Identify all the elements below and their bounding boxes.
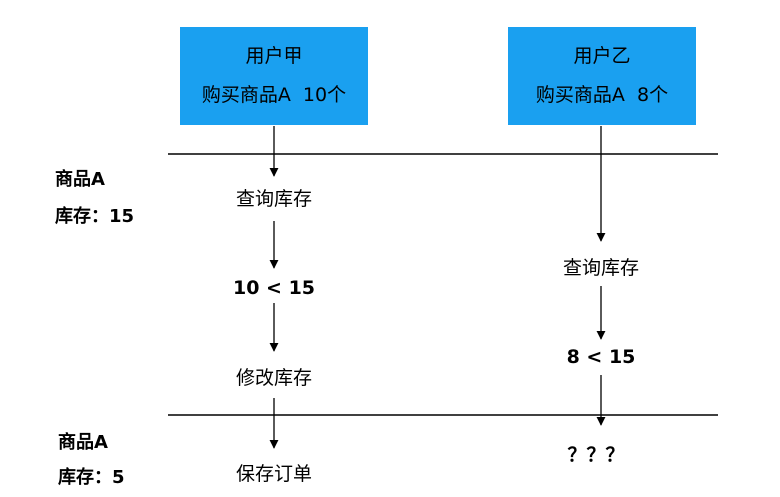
user-b-compare-step: 8 < 15 [566, 346, 636, 368]
user-b-box: 用户乙 购买商品A 8个 [508, 27, 696, 125]
stock-after-title: 商品A [58, 432, 108, 453]
user-b-action: 购买商品A 8个 [535, 84, 669, 106]
user-b-result-step: ？？？ [567, 444, 625, 466]
user-a-action: 购买商品A 10个 [201, 84, 347, 106]
stock-before-value: 库存：15 [55, 206, 135, 227]
user-a-modify-step: 修改库存 [235, 367, 313, 389]
stock-before-title: 商品A [55, 169, 105, 190]
stock-after-value: 库存：5 [58, 467, 125, 488]
user-a-compare-step: 10 < 15 [232, 277, 316, 299]
user-b-name: 用户乙 [573, 45, 631, 67]
user-a-name: 用户甲 [245, 45, 303, 67]
user-a-save-step: 保存订单 [235, 463, 313, 485]
user-a-box: 用户甲 购买商品A 10个 [180, 27, 368, 125]
user-a-query-step: 查询库存 [235, 188, 313, 210]
user-b-query-step: 查询库存 [562, 257, 640, 279]
